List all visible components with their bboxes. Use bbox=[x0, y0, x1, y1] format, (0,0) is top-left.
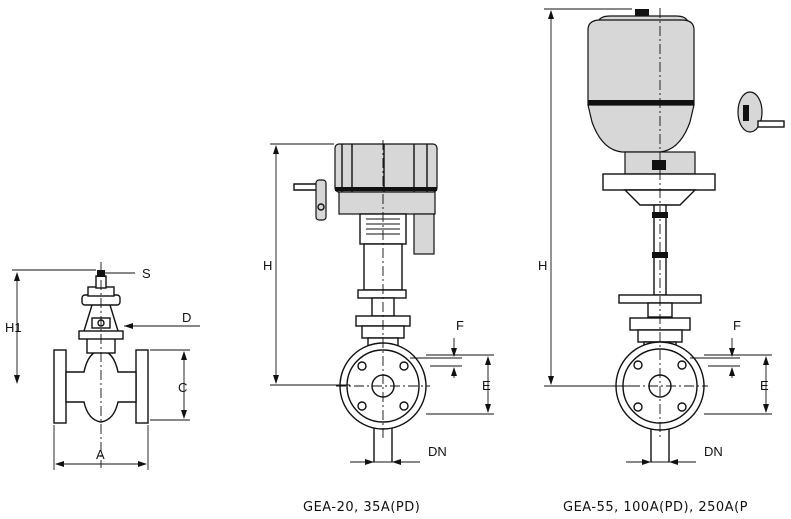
dim-s-label: S bbox=[142, 266, 151, 281]
dim-c-label: C bbox=[178, 380, 187, 395]
electric-valve-large: H F E DN GEA-55, 100A(PD), 250A(P bbox=[538, 8, 785, 515]
dim-h-label-large: H bbox=[538, 258, 547, 273]
dim-f-label-large: F bbox=[733, 318, 741, 333]
dim-dn-label-large: DN bbox=[704, 444, 723, 459]
dim-a-label: A bbox=[96, 447, 105, 462]
dim-f-label-small: F bbox=[456, 318, 464, 333]
dim-e-label-large: E bbox=[760, 378, 769, 393]
dim-d-label: D bbox=[182, 310, 191, 325]
caption-large-valve: GEA-55, 100A(PD), 250A(P bbox=[563, 500, 748, 515]
manual-globe-valve: S H1 D C A bbox=[5, 262, 200, 470]
dim-dn-label-small: DN bbox=[428, 444, 447, 459]
dim-h1-label: H1 bbox=[5, 320, 22, 335]
electric-valve-small: H F E DN GEA-20, 35A(PD) bbox=[263, 140, 494, 515]
dim-e-label-small: E bbox=[482, 378, 491, 393]
caption-small-valve: GEA-20, 35A(PD) bbox=[303, 500, 420, 515]
dim-h-label-small: H bbox=[263, 258, 272, 273]
